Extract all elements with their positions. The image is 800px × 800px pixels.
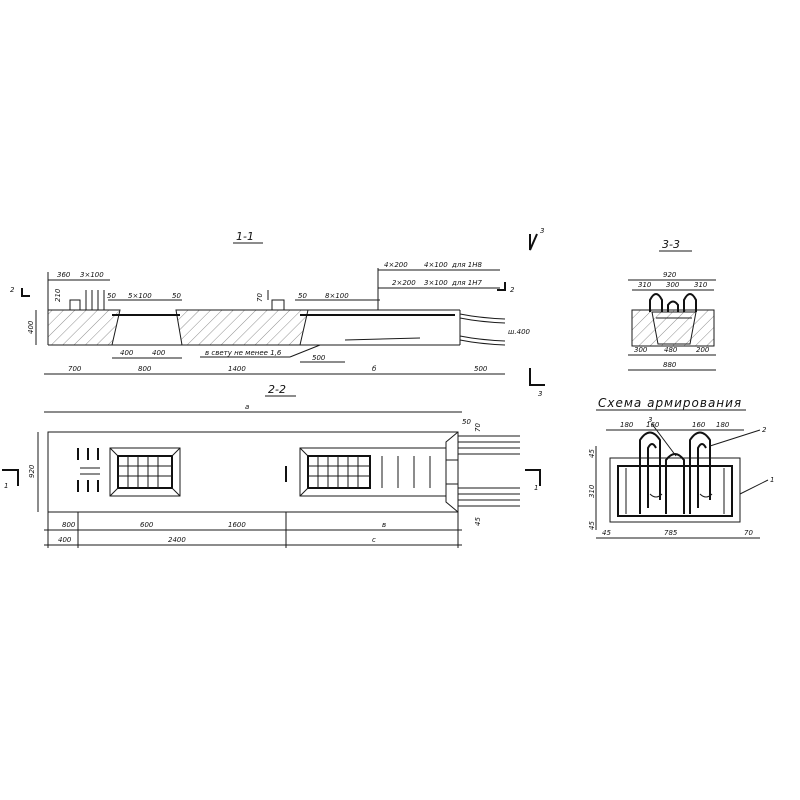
- svg-text:400: 400: [152, 349, 166, 357]
- svg-text:70: 70: [474, 423, 482, 432]
- svg-text:160: 160: [692, 421, 706, 429]
- section-mark-3-top: 3: [529, 227, 544, 251]
- svg-text:800: 800: [138, 365, 152, 373]
- svg-text:500: 500: [474, 365, 488, 373]
- svg-text:5×100: 5×100: [128, 292, 152, 300]
- svg-text:1: 1: [4, 482, 8, 490]
- svg-text:1400: 1400: [228, 365, 246, 373]
- svg-text:70: 70: [256, 293, 264, 302]
- dims-section-1-1: 360 3×100 210 50 5×100 50 70 50 8×100 4×…: [27, 261, 531, 375]
- svg-text:для 1Н7: для 1Н7: [451, 279, 482, 287]
- svg-text:600: 600: [140, 521, 154, 529]
- svg-text:800: 800: [62, 521, 76, 529]
- svg-text:180: 180: [620, 421, 634, 429]
- svg-text:480: 480: [664, 346, 678, 354]
- svg-text:в: в: [382, 521, 386, 529]
- svg-text:50: 50: [172, 292, 181, 300]
- svg-text:310: 310: [588, 484, 596, 498]
- svg-text:45: 45: [602, 529, 611, 537]
- svg-text:8×100: 8×100: [325, 292, 349, 300]
- svg-text:1: 1: [534, 484, 538, 492]
- svg-text:400: 400: [27, 320, 35, 334]
- svg-text:2: 2: [10, 286, 15, 294]
- svg-text:2400: 2400: [168, 536, 186, 544]
- svg-text:400: 400: [58, 536, 72, 544]
- section-mark-2-right: 2: [497, 282, 515, 294]
- svg-text:200: 200: [696, 346, 710, 354]
- svg-text:б: б: [372, 365, 377, 373]
- svg-text:310: 310: [638, 281, 652, 289]
- reinforcement-cage: [609, 431, 741, 523]
- section-3-3: 3-3 920 310 300 310 300 480 200 880: [628, 238, 716, 371]
- svg-text:70: 70: [744, 529, 753, 537]
- section-2-2: 2-2 a: [2, 383, 541, 548]
- svg-text:360: 360: [57, 271, 71, 279]
- svg-text:700: 700: [68, 365, 82, 373]
- callout-3: 3: [648, 416, 652, 424]
- svg-text:3: 3: [540, 227, 544, 235]
- callout-1: 1: [770, 476, 774, 484]
- svg-text:a: a: [245, 403, 249, 411]
- svg-text:4×200: 4×200: [384, 261, 408, 269]
- dims-section-2-2: 920 50 70 45 800 600 1600 в 400 2400 с: [28, 418, 482, 548]
- svg-text:785: 785: [664, 529, 678, 537]
- section-1-1: 1-1 2 2 3 3: [10, 227, 545, 398]
- svg-text:4×100: 4×100: [424, 261, 448, 269]
- svg-text:45: 45: [588, 521, 596, 530]
- cross-section-3-3: [631, 293, 715, 347]
- svg-text:45: 45: [474, 517, 482, 526]
- svg-text:3×100: 3×100: [424, 279, 448, 287]
- section-mark-3-bottom: 3: [529, 368, 545, 398]
- svg-text:с: с: [372, 536, 376, 544]
- svg-text:310: 310: [694, 281, 708, 289]
- clearance-note: в свету не менее 1,6: [205, 349, 282, 357]
- rope-label: ш.400: [508, 328, 531, 336]
- svg-text:400: 400: [120, 349, 134, 357]
- callout-2: 2: [762, 426, 767, 434]
- section-mark-1-left: 1: [2, 469, 19, 490]
- svg-text:300: 300: [666, 281, 680, 289]
- beam-body-section-1-1: [47, 290, 506, 346]
- svg-text:920: 920: [663, 271, 677, 279]
- reinforcement-scheme: Схема армирования 180 160 160 180 45 310…: [588, 396, 774, 539]
- title-section-3-3: 3-3: [662, 238, 680, 251]
- plan-view: [47, 431, 520, 513]
- svg-text:880: 880: [663, 361, 677, 369]
- svg-text:2: 2: [510, 286, 515, 294]
- svg-text:3: 3: [538, 390, 542, 398]
- svg-text:500: 500: [312, 354, 326, 362]
- svg-text:50: 50: [107, 292, 116, 300]
- svg-text:920: 920: [28, 464, 36, 478]
- svg-text:50: 50: [298, 292, 307, 300]
- svg-text:300: 300: [634, 346, 648, 354]
- svg-text:50: 50: [462, 418, 471, 426]
- title-scheme: Схема армирования: [598, 396, 742, 410]
- svg-text:для 1Н8: для 1Н8: [451, 261, 482, 269]
- svg-text:2×200: 2×200: [392, 279, 416, 287]
- section-mark-2-left: 2: [10, 286, 30, 297]
- svg-text:45: 45: [588, 449, 596, 458]
- title-section-1-1: 1-1: [236, 230, 254, 243]
- svg-text:180: 180: [716, 421, 730, 429]
- svg-text:1600: 1600: [228, 521, 246, 529]
- title-section-2-2: 2-2: [268, 383, 286, 396]
- svg-text:210: 210: [54, 288, 62, 302]
- svg-text:3×100: 3×100: [80, 271, 104, 279]
- section-mark-1-right: 1: [525, 469, 541, 492]
